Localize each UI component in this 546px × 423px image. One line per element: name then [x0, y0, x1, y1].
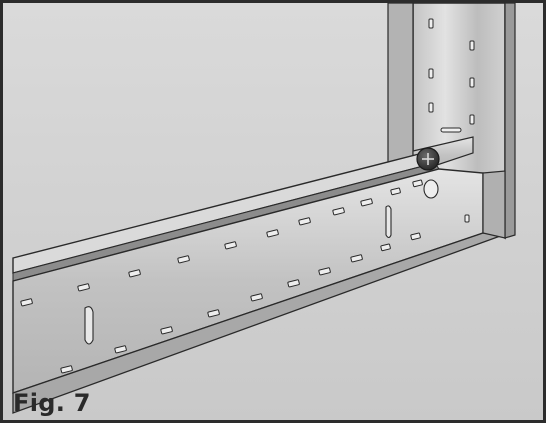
- screw-head-icon: [416, 147, 440, 171]
- right-frame-outer-edge: [504, 3, 516, 239]
- rail-slots: [20, 179, 470, 374]
- bottom-rail-end-cap: [482, 170, 506, 239]
- right-frame-slots: [428, 18, 475, 133]
- illustration: [3, 3, 543, 420]
- right-frame-inner-flange: [387, 3, 414, 174]
- rail-long-slots: [84, 205, 392, 345]
- rail-round-hole: [423, 179, 439, 199]
- figure-label: Fig. 7: [13, 389, 91, 417]
